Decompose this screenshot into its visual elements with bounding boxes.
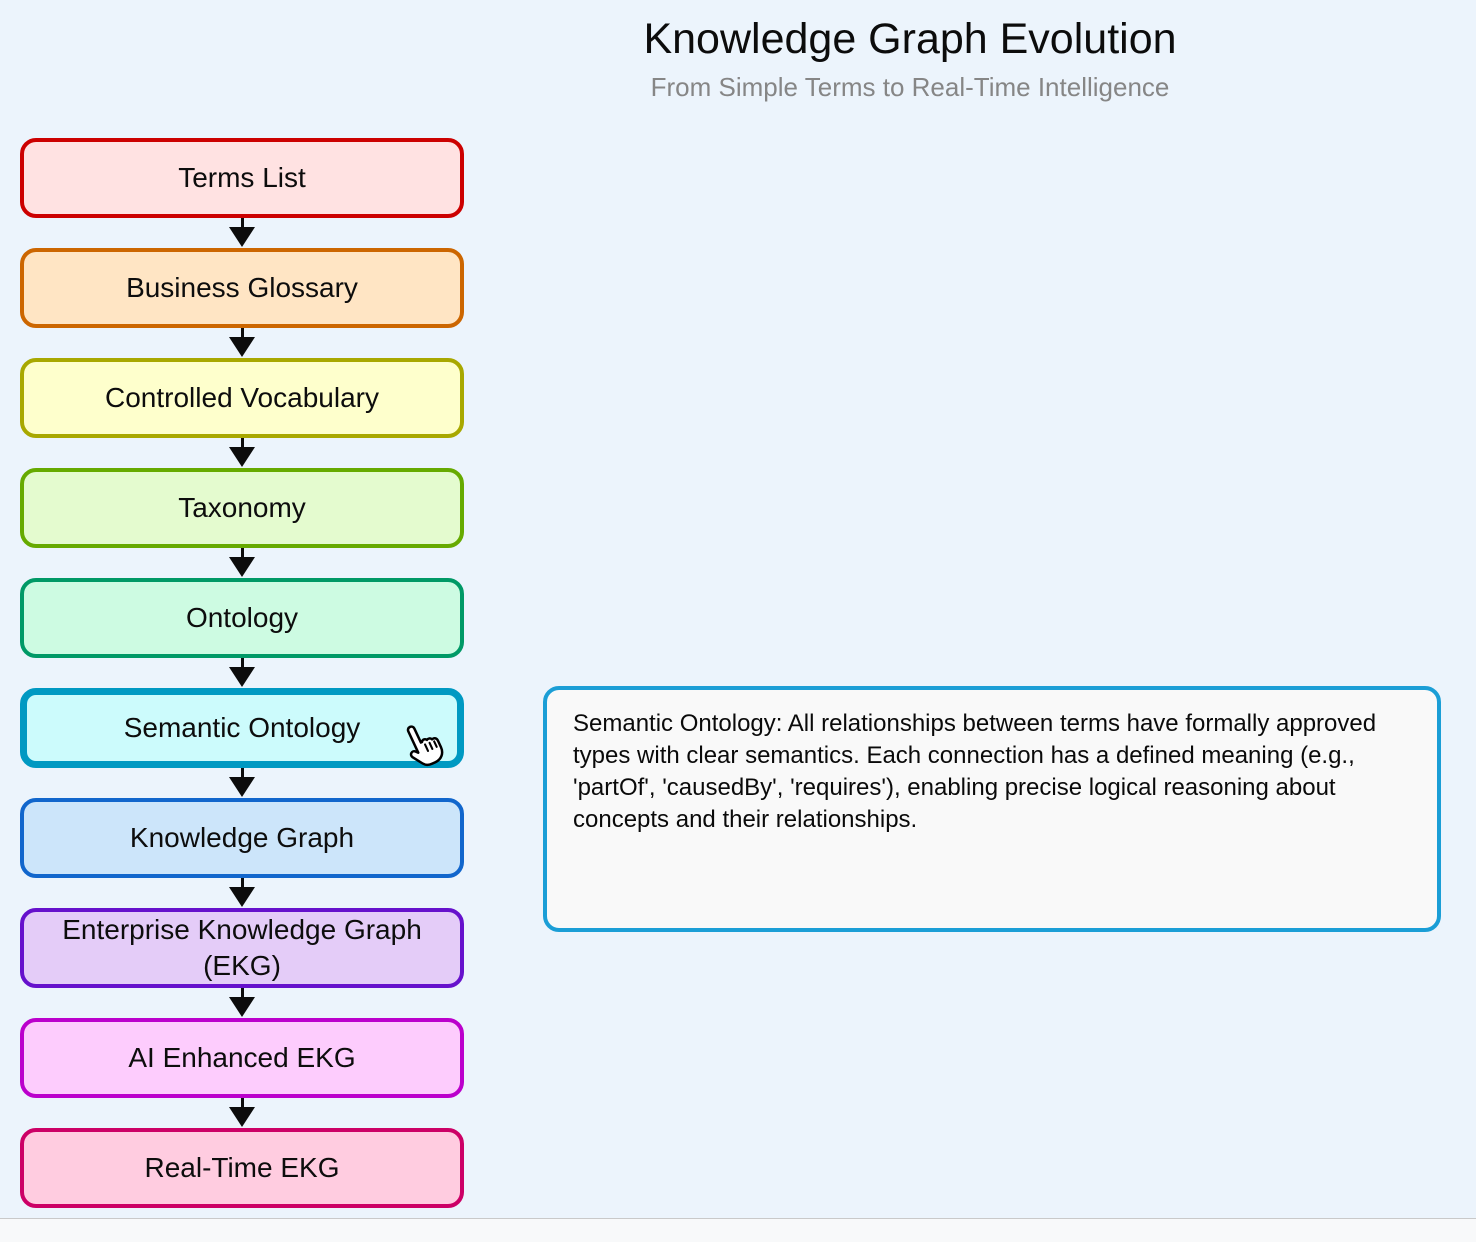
footer-bar <box>0 1218 1476 1242</box>
arrow-down-icon <box>20 768 464 798</box>
flow-node-label: AI Enhanced EKG <box>128 1041 356 1073</box>
flow-node-label: Knowledge Graph <box>129 821 355 853</box>
flow-node-label: Taxonomy <box>178 491 306 523</box>
flow-node-knowledge-graph[interactable]: Knowledge Graph <box>20 798 464 878</box>
flow-node-label: Controlled Vocabulary <box>105 381 379 413</box>
arrow-down-icon <box>20 988 464 1018</box>
flow-node-label: Ontology <box>185 601 299 633</box>
arrow-down-icon <box>20 658 464 688</box>
arrow-down-icon <box>20 328 464 358</box>
detail-panel-text: Semantic Ontology: All relationships bet… <box>573 710 1377 833</box>
flow-node-real-time-ekg[interactable]: Real-Time EKG <box>20 1128 464 1208</box>
flow-node-controlled-vocabulary[interactable]: Controlled Vocabulary <box>20 358 464 438</box>
flow-node-label: Business Glossary <box>126 271 358 303</box>
flow-node-taxonomy[interactable]: Taxonomy <box>20 468 464 548</box>
flow-node-enterprise-ekg[interactable]: Enterprise Knowledge Graph (EKG) <box>20 908 464 988</box>
arrow-down-icon <box>20 1098 464 1128</box>
flow-node-label: Semantic Ontology <box>123 711 361 743</box>
page-subtitle: From Simple Terms to Real-Time Intellige… <box>650 72 1170 103</box>
flow-node-label: Terms List <box>178 161 306 193</box>
flow-node-semantic-ontology[interactable]: Semantic Ontology <box>20 688 464 768</box>
flow-node-label: Enterprise Knowledge Graph (EKG) <box>62 913 422 981</box>
arrow-down-icon <box>20 218 464 248</box>
flow-node-terms-list[interactable]: Terms List <box>20 138 464 218</box>
flow-column: Terms List Business Glossary Controlled … <box>20 138 464 1208</box>
detail-panel: Semantic Ontology: All relationships bet… <box>543 686 1441 932</box>
page-header: Knowledge Graph Evolution From Simple Te… <box>350 15 1470 103</box>
page-title: Knowledge Graph Evolution <box>643 15 1177 63</box>
flow-node-business-glossary[interactable]: Business Glossary <box>20 248 464 328</box>
arrow-down-icon <box>20 438 464 468</box>
flow-node-label: Real-Time EKG <box>144 1151 340 1183</box>
arrow-down-icon <box>20 548 464 578</box>
arrow-down-icon <box>20 878 464 908</box>
flow-node-ai-enhanced-ekg[interactable]: AI Enhanced EKG <box>20 1018 464 1098</box>
flow-node-ontology[interactable]: Ontology <box>20 578 464 658</box>
